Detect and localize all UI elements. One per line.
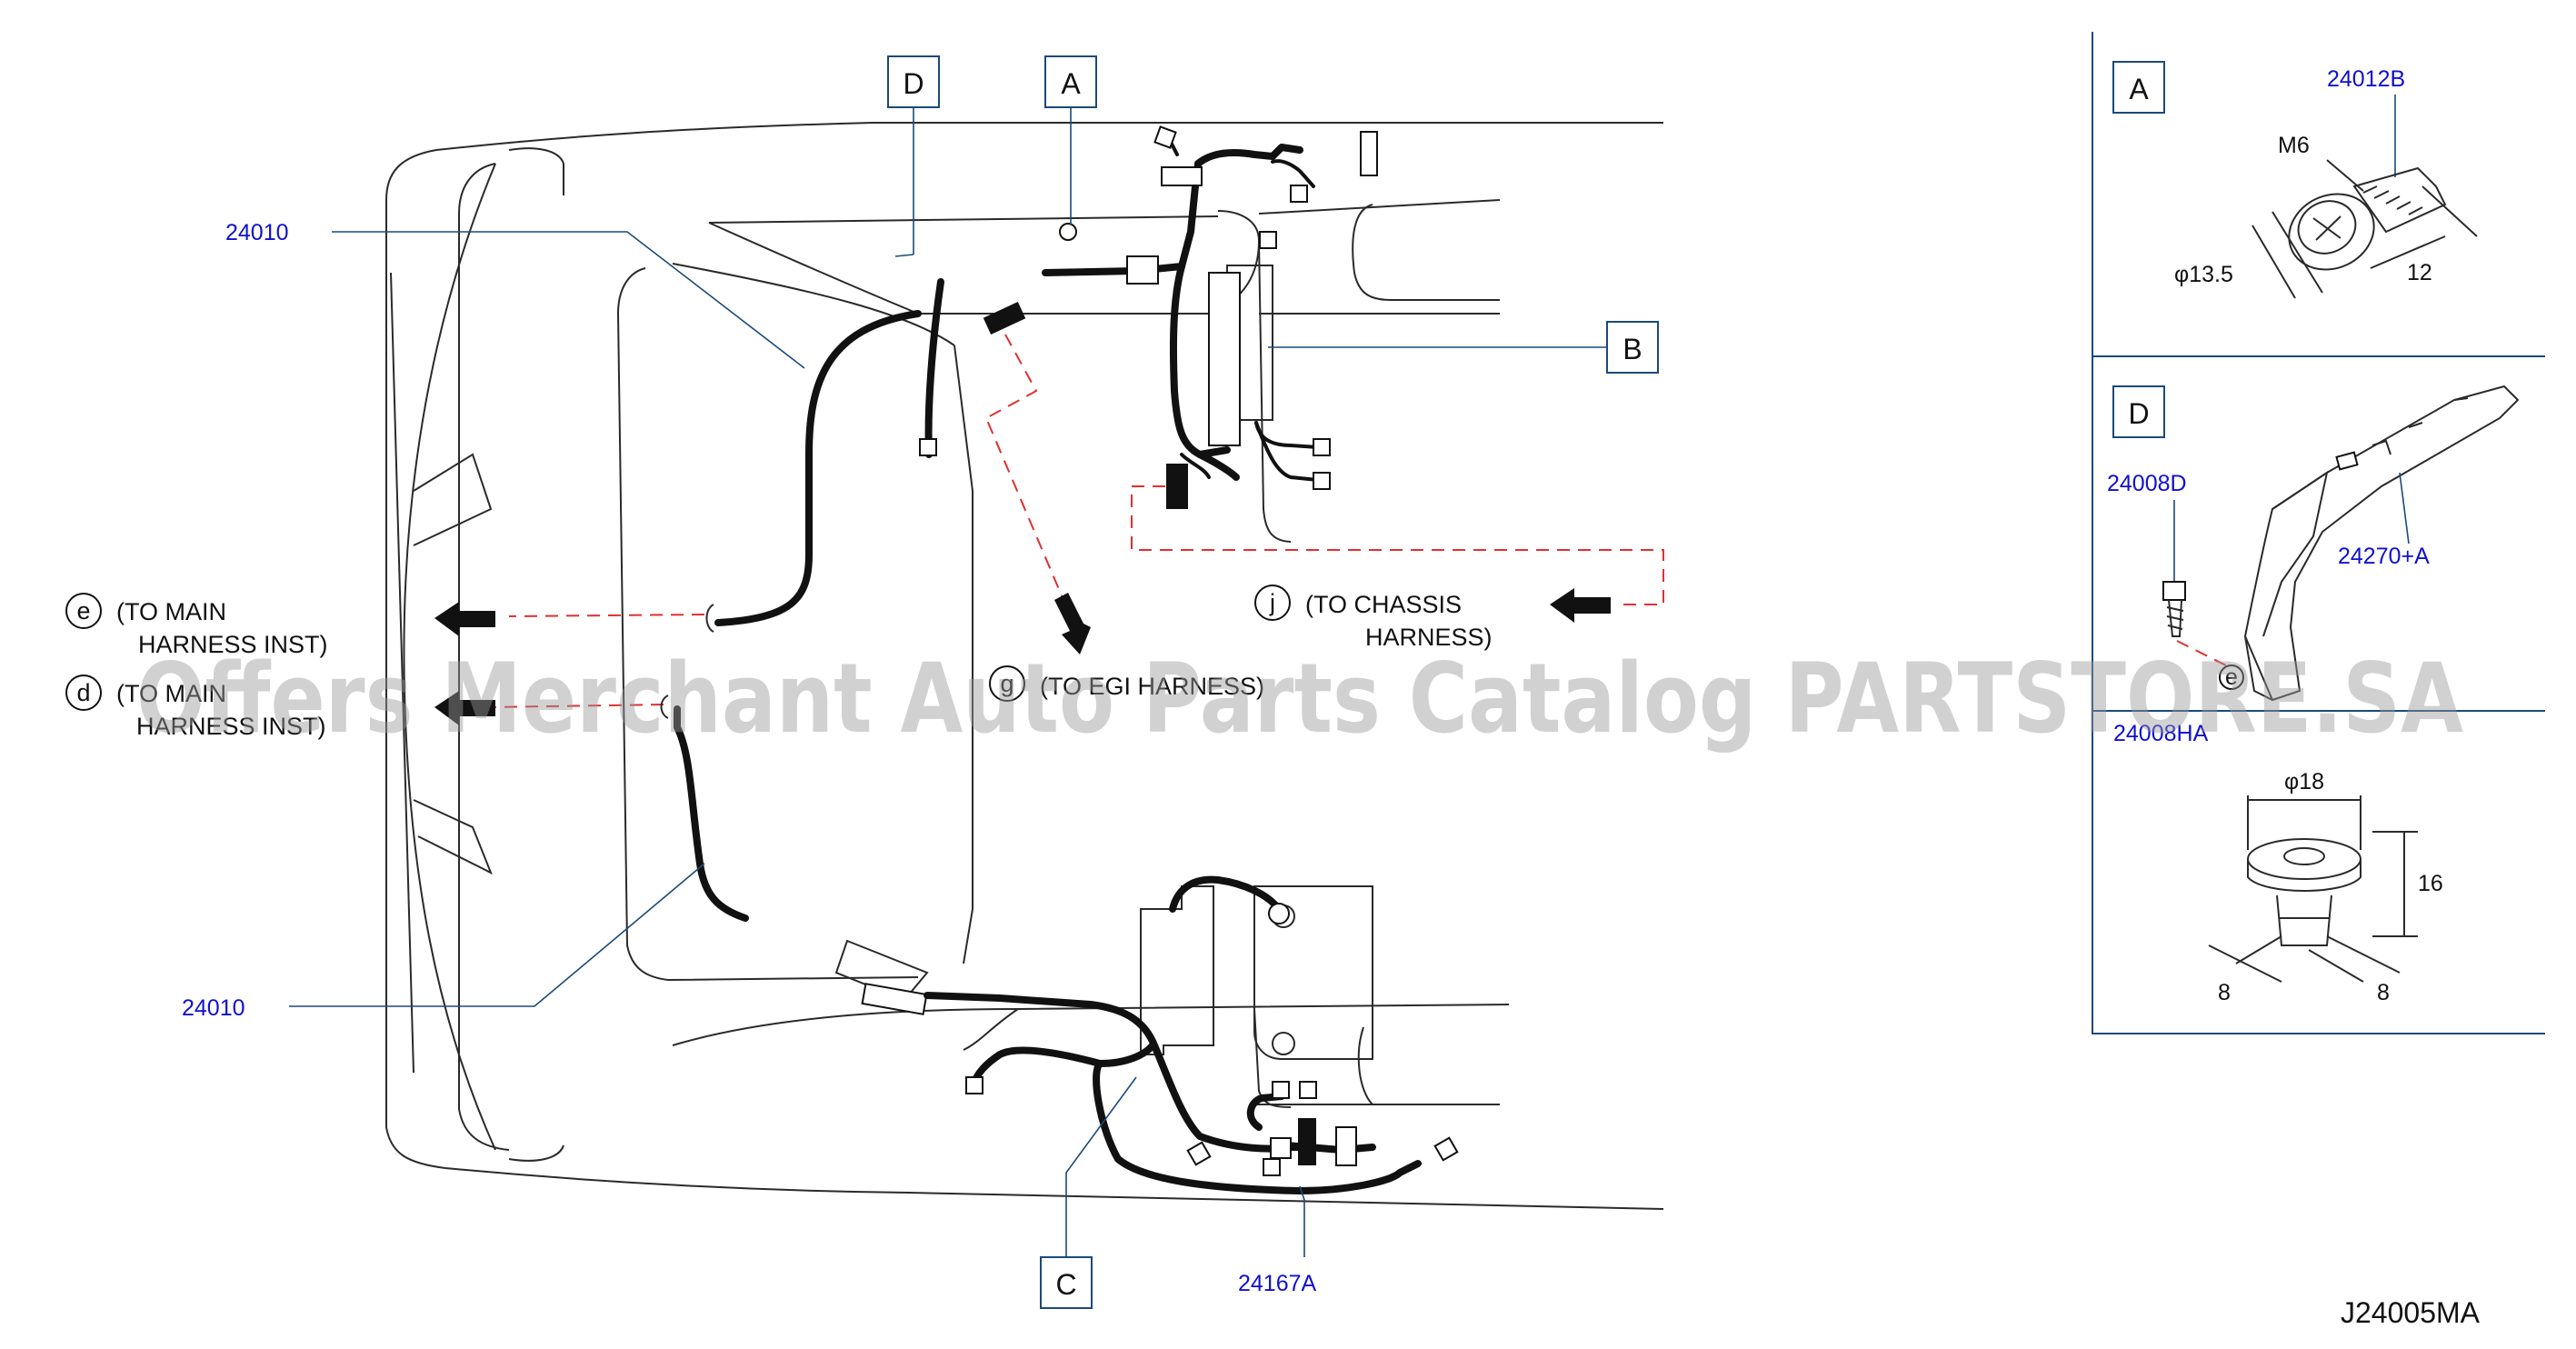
direction-arrows [434, 588, 1611, 725]
relay-box [1253, 885, 1373, 1060]
detail-a: A 24012B M6 φ13.5 12 [2112, 61, 2478, 299]
arrow-g-icon [1054, 593, 1091, 655]
arrow-d-icon [434, 691, 495, 725]
connector-j-line2: HARNESS) [1365, 624, 1493, 651]
leader-lines [289, 100, 1607, 1257]
connectors [919, 125, 1459, 1176]
connector-j-circle [1254, 585, 1291, 621]
diagram-code: J24005MA [2341, 1296, 2481, 1329]
detail-d-width-left: 8 [2218, 980, 2231, 1005]
part-number-24010-upper[interactable]: 24010 [225, 220, 289, 245]
connector-j-letter: j [1269, 589, 1275, 616]
bolt-icon [2288, 166, 2447, 271]
detail-a-label: A [2129, 73, 2149, 105]
detail-d-diameter: φ18 [2284, 769, 2324, 794]
detail-d-label: D [2128, 397, 2149, 430]
connector-d-letter: d [76, 679, 90, 706]
part-number-24010-lower[interactable]: 24010 [182, 995, 245, 1021]
dashed-routes [490, 334, 1664, 708]
detail-a-length: 12 [2407, 260, 2432, 285]
part-number-labels: 24010 24010 24167A [182, 220, 1317, 1296]
callout-b-label: B [1622, 333, 1642, 365]
part-number-24012b[interactable]: 24012B [2327, 66, 2405, 92]
detail-panels [2092, 32, 2545, 1034]
detail-d-width-right: 8 [2377, 980, 2390, 1005]
detail-d: D 24008D 24270+A e 24008HA φ18 [2107, 385, 2520, 1005]
connection-notes: e (TO MAIN HARNESS INST) d (TO MAIN HARN… [65, 585, 1493, 740]
part-number-24008ha[interactable]: 24008HA [2113, 721, 2209, 746]
screw-icon [2162, 581, 2186, 637]
connector-d-line1: (TO MAIN [116, 680, 226, 707]
fuse-block [1140, 885, 1214, 1055]
connector-j-line1: (TO CHASSIS [1305, 591, 1462, 618]
connector-d-line2: HARNESS INST) [136, 713, 326, 740]
callout-a-label: A [1061, 67, 1081, 100]
arrow-j-icon [1550, 588, 1611, 623]
connector-g-circle [989, 665, 1025, 702]
connector-d-circle [65, 674, 102, 711]
part-number-24167a[interactable]: 24167A [1238, 1271, 1317, 1296]
detail-d-height: 16 [2418, 871, 2443, 896]
callout-boxes: D A B C [887, 55, 1659, 1309]
arrow-e-icon [434, 602, 495, 636]
detail-a-thread: M6 [2278, 133, 2310, 158]
connector-e-circle [65, 593, 102, 629]
module-panels [834, 265, 1373, 1060]
detail-a-diameter: φ13.5 [2174, 262, 2233, 287]
clip-icon [2247, 838, 2361, 946]
connector-e-line1: (TO MAIN [116, 598, 226, 625]
watermark-text: Offers Merchant Auto Parts Catalog PARTS… [136, 643, 2463, 754]
callout-c-label: C [1055, 1268, 1076, 1301]
module-b-inner [1208, 272, 1241, 446]
clip-connector-letter: e [2225, 665, 2238, 690]
connector-g-letter: g [1000, 670, 1013, 697]
connector-g-line1: (TO EGI HARNESS) [1040, 673, 1264, 700]
clip-connector-circle [2219, 665, 2244, 690]
part-number-24270a[interactable]: 24270+A [2338, 544, 2430, 569]
connector-e-line2: HARNESS INST) [138, 631, 328, 658]
connector-e-letter: e [76, 597, 90, 625]
harness-routing [674, 130, 1422, 1194]
callout-d-label: D [903, 67, 924, 100]
bracket-icon [2243, 385, 2520, 702]
part-number-24008d[interactable]: 24008D [2107, 471, 2187, 496]
